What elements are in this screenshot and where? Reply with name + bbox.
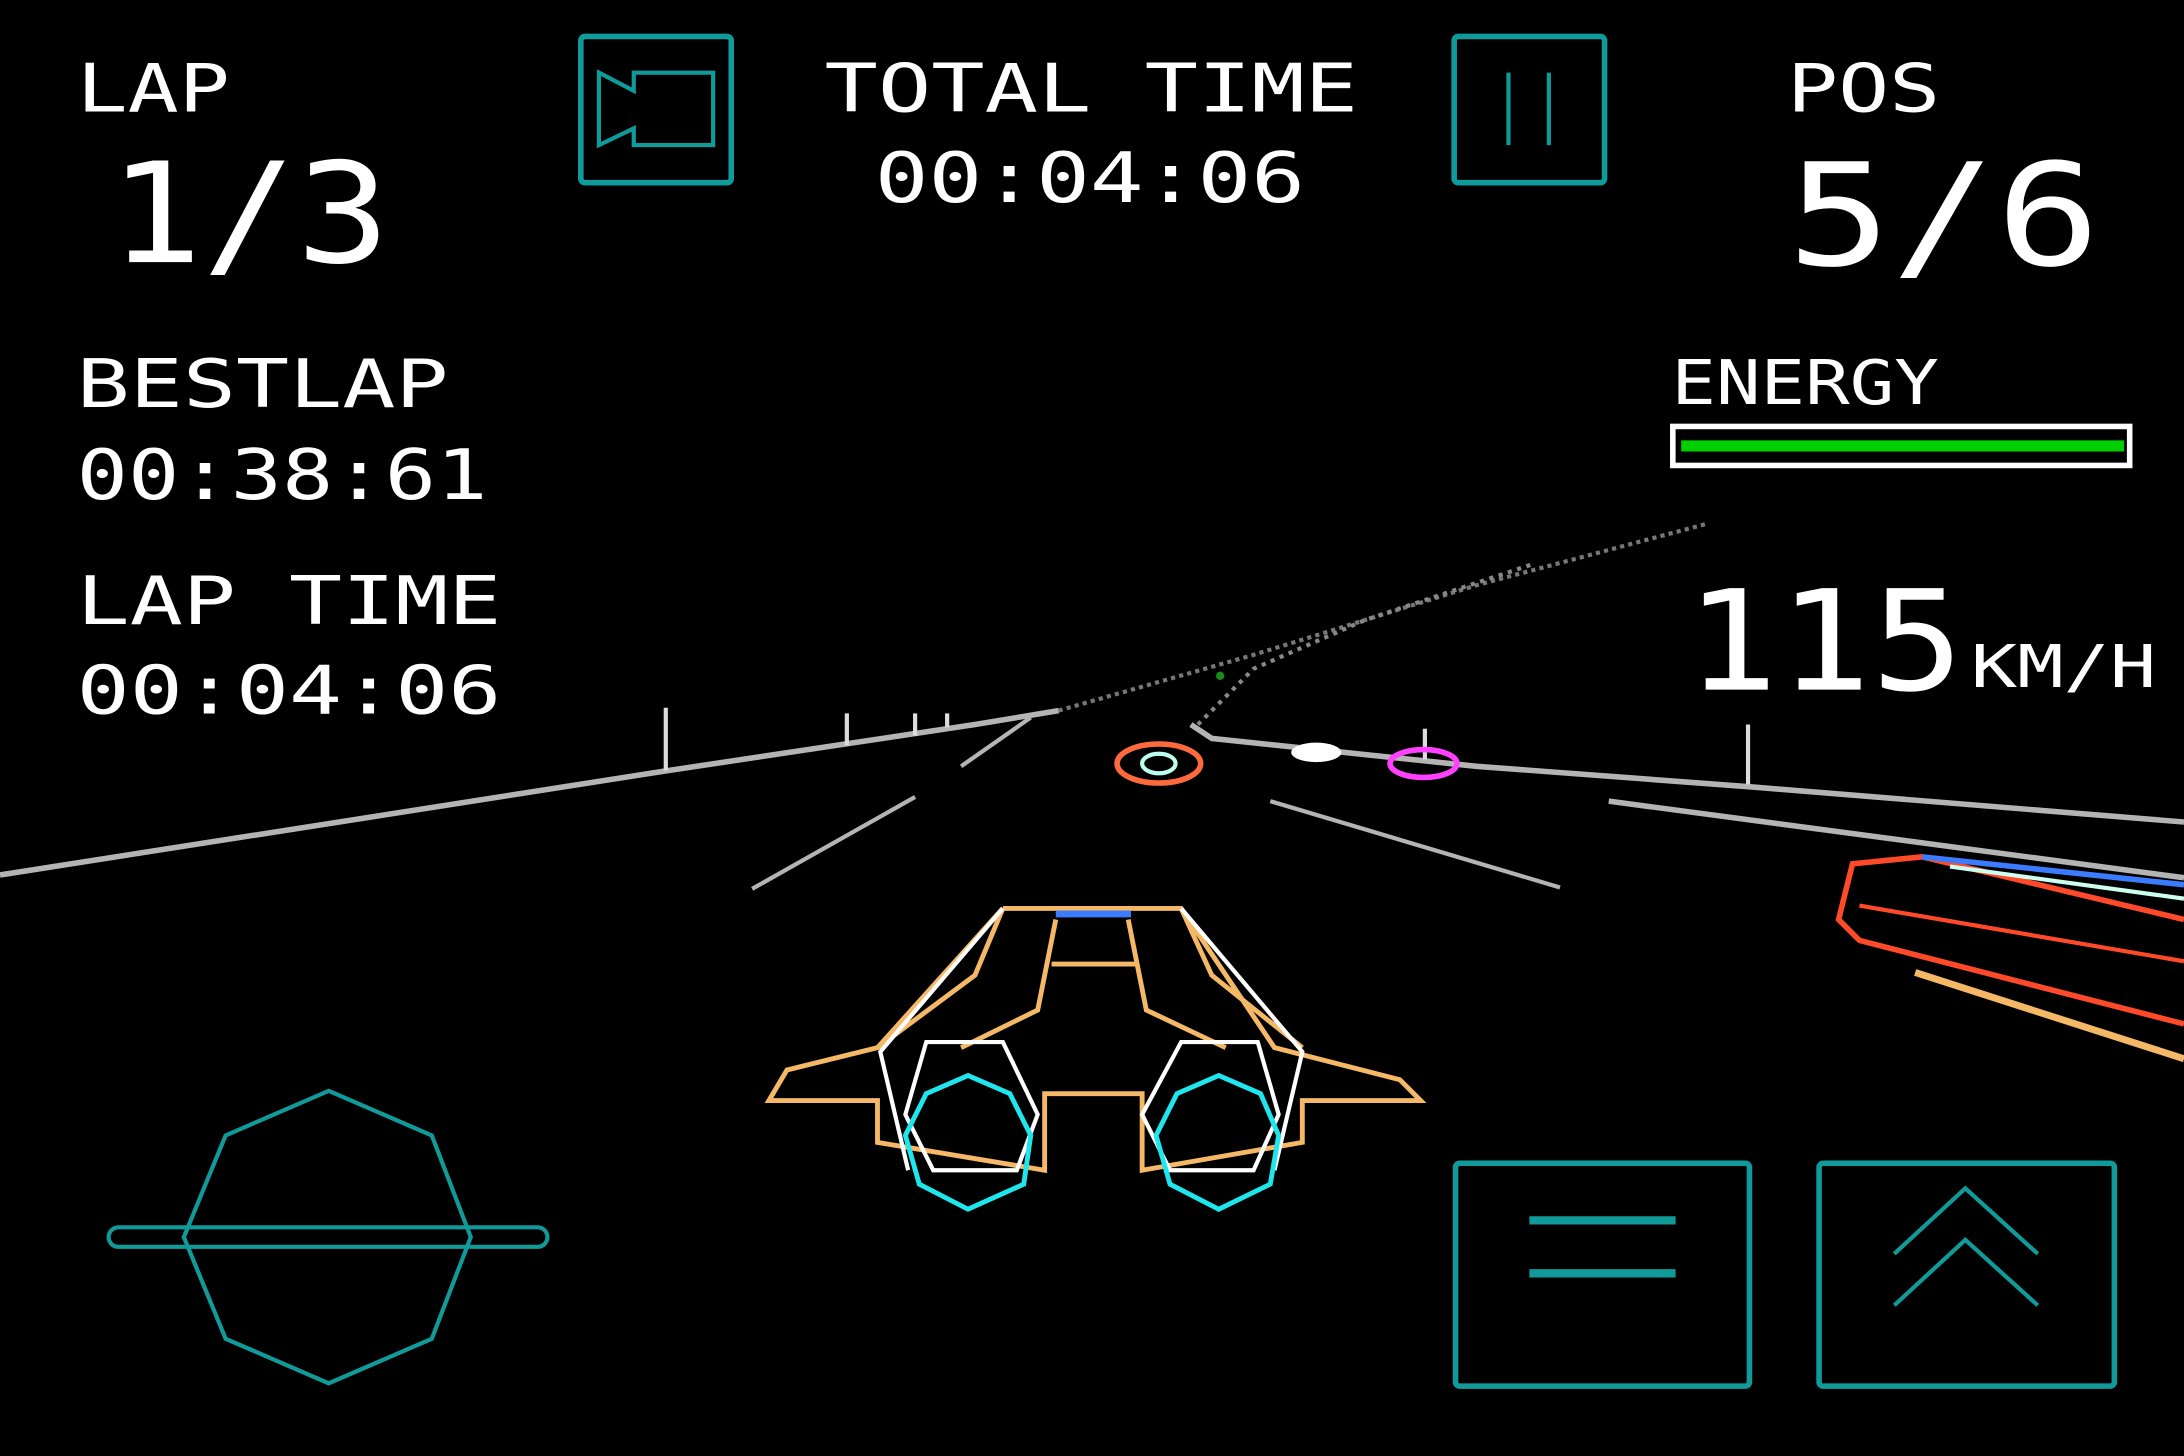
track-left-rail	[0, 707, 1060, 878]
track-far-rail-inner	[1196, 562, 1533, 726]
bestlap-value: 00:38:61	[77, 435, 488, 516]
opponent-cars	[1114, 741, 2184, 1063]
bestlap-label: BESTLAP	[77, 345, 449, 423]
player-ship	[764, 905, 1427, 1212]
opponent-car-magenta	[1387, 746, 1460, 781]
pause-button[interactable]	[1451, 33, 1608, 186]
position-value: 5/6	[1787, 133, 2100, 299]
track-posts	[663, 707, 1751, 785]
track-right-edge	[1608, 798, 2184, 881]
energy-bar-frame	[1670, 423, 2133, 469]
total-time-label: TOTAL TIME	[825, 50, 1358, 128]
lap-time-label: LAP TIME	[77, 562, 502, 640]
double-chevron-up-icon	[1892, 1185, 2040, 1307]
lane-marker-right	[1269, 799, 1561, 890]
opponent-car-orange	[1114, 741, 1204, 786]
equals-icon	[1529, 1216, 1676, 1278]
steering-slider-bar[interactable]	[106, 1225, 550, 1249]
steering-control[interactable]	[106, 1088, 550, 1386]
speed-value: 115	[1685, 561, 1964, 723]
track-far-rail	[1057, 521, 1707, 713]
position-label: POS	[1787, 50, 1940, 128]
distant-marker	[1215, 671, 1225, 680]
track-right-rail	[1189, 722, 2184, 825]
lap-value: 1/3	[109, 133, 390, 295]
lap-label: LAP	[77, 50, 230, 128]
speed-unit: KM/H	[1971, 633, 2156, 701]
brake-button[interactable]	[1452, 1160, 1753, 1389]
steering-wheel-icon	[181, 1088, 474, 1386]
lane-marker-far	[959, 715, 1032, 769]
total-time-value: 00:04:06	[875, 138, 1305, 219]
opponent-car-near-right	[1835, 854, 2184, 1063]
race-track	[0, 521, 2184, 891]
camera-button[interactable]	[578, 33, 735, 186]
pause-icon	[1506, 72, 1551, 146]
lane-marker-left	[751, 795, 917, 891]
energy-bar	[1670, 423, 2133, 469]
lap-time-value: 00:04:06	[77, 651, 502, 729]
camera-icon	[596, 69, 716, 149]
boost-button[interactable]	[1816, 1160, 2118, 1389]
energy-label: ENERGY	[1671, 348, 1938, 419]
opponent-car-white	[1291, 742, 1342, 763]
energy-bar-fill	[1681, 440, 2125, 452]
